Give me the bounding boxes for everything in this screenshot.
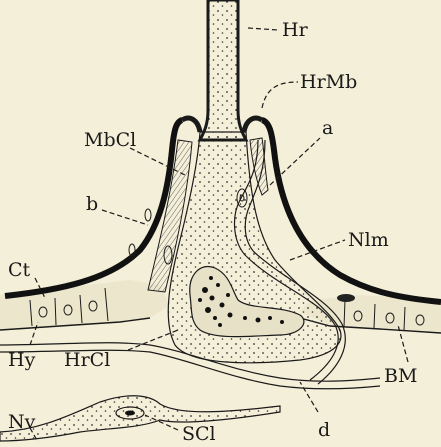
- hair-shaft: [200, 0, 246, 140]
- label-hrcl: HrCl: [64, 349, 110, 371]
- label-scl: SCl: [182, 423, 216, 445]
- label-ct: Ct: [8, 259, 31, 281]
- leader-hr: [248, 28, 278, 30]
- leader-hrmb: [262, 82, 298, 108]
- label-a: a: [322, 117, 333, 139]
- label-hr: Hr: [282, 19, 309, 41]
- hypodermis-layer: [0, 280, 170, 330]
- socket-hook-right: [244, 118, 262, 132]
- socket-hook-left: [182, 118, 200, 132]
- sense-cell: [0, 396, 280, 441]
- nucleus-right: [337, 294, 355, 302]
- label-b: b: [86, 193, 98, 215]
- label-hrmb: HrMb: [300, 71, 357, 93]
- sense-cell-nucleolus: [125, 411, 135, 416]
- label-bm: BM: [384, 365, 417, 387]
- leader-b: [102, 210, 148, 225]
- label-mbcl: MbCl: [84, 129, 136, 151]
- label-d: d: [318, 419, 330, 441]
- label-hy: Hy: [8, 349, 36, 371]
- leader-d: [300, 382, 318, 412]
- label-nv: Nv: [8, 411, 36, 433]
- label-nlm: Nlm: [348, 229, 389, 251]
